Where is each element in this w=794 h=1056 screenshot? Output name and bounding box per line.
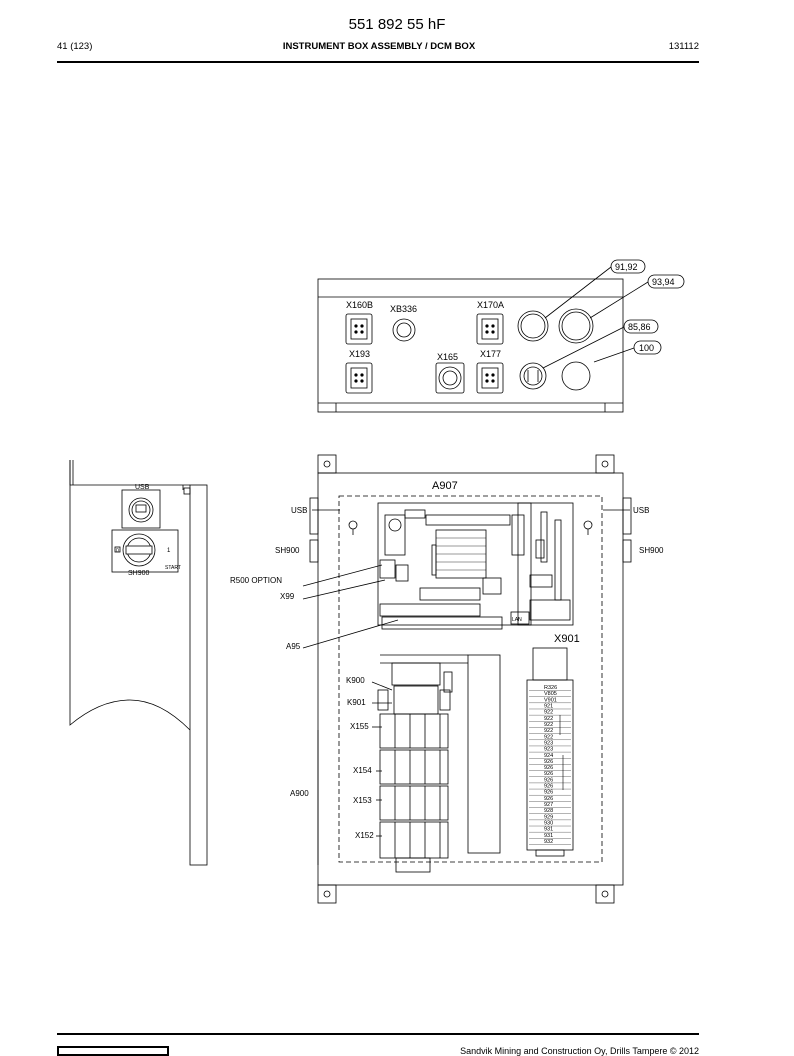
terminal-label: 926	[544, 777, 553, 783]
terminal-label: 924	[544, 753, 553, 759]
mounting-plate	[338, 495, 603, 863]
a907-outline	[377, 502, 532, 626]
page-number: 41 (123)	[57, 41, 93, 52]
connector-x177	[476, 362, 504, 394]
callout-100	[593, 340, 662, 363]
side-usb-label: USB	[135, 484, 150, 491]
usb-socket-side	[121, 489, 161, 529]
connector-xb336	[392, 318, 416, 342]
cable-gland-91-92	[517, 310, 549, 342]
terminal-label: R326	[544, 685, 557, 691]
switch-off-label: 0	[116, 548, 119, 554]
terminal-label: 927	[544, 802, 553, 808]
terminal-label: 926	[544, 790, 553, 796]
label-x170a: X170A	[477, 300, 504, 310]
terminal-label: 923	[544, 740, 553, 746]
terminal-label: 928	[544, 808, 553, 814]
terminal-label: 922	[544, 734, 553, 740]
terminal-label: 931	[544, 827, 553, 833]
footer-copyright: Sandvik Mining and Construction Oy, Dril…	[460, 1046, 699, 1056]
terminal-label: 922	[544, 728, 553, 734]
label-sh900-right: SH900	[639, 546, 664, 555]
terminal-label: 926	[544, 784, 553, 790]
callout-text-93-94: 93,94	[652, 277, 675, 287]
callout-text-91-92: 91,92	[615, 262, 638, 272]
callout-text-100: 100	[639, 343, 654, 353]
label-k900: K900	[346, 676, 365, 685]
label-a95: A95	[286, 642, 301, 651]
front-view: A907 USB USB SH900 SH900 R500 OPTION X99…	[230, 454, 664, 904]
connector-x165	[435, 362, 465, 394]
revision-date: 131112	[668, 41, 699, 52]
terminal-label: 931	[544, 833, 553, 839]
label-x155: X155	[350, 722, 369, 731]
side-view: USB START SH900 0 1	[69, 460, 319, 866]
box-outline	[317, 472, 624, 886]
label-a900: A900	[290, 789, 309, 798]
start-switch-plate	[111, 529, 179, 573]
connector-x193	[345, 362, 373, 394]
label-k901: K901	[347, 698, 366, 707]
label-x154: X154	[353, 766, 372, 775]
label-usb-right: USB	[633, 506, 649, 515]
footer-rule	[57, 1033, 699, 1035]
cable-gland-85-86	[519, 362, 547, 390]
label-lan: LAN	[512, 617, 522, 623]
top-view-outline	[317, 278, 624, 413]
cable-channel	[467, 654, 501, 854]
label-x193: X193	[349, 349, 370, 359]
connector-x170a	[476, 313, 504, 345]
label-x177: X177	[480, 349, 501, 359]
relay-k900-k901	[393, 685, 439, 715]
callout-85-86	[542, 319, 659, 369]
callout-text-85-86: 85,86	[628, 322, 651, 332]
terminal-label: 926	[544, 796, 553, 802]
cable-gland-93-94	[558, 308, 594, 344]
callout-91-92	[544, 259, 646, 319]
terminal-block-x152	[379, 821, 449, 859]
document-number: 551 892 55 hF	[348, 16, 446, 33]
terminal-block-x155	[379, 713, 449, 749]
terminal-label: 923	[544, 747, 553, 753]
label-x152: X152	[355, 831, 374, 840]
terminal-label: 932	[544, 839, 553, 845]
page-title: INSTRUMENT BOX ASSEMBLY / DCM BOX	[282, 41, 476, 52]
label-xb336: XB336	[390, 304, 417, 314]
terminal-label: V901	[544, 697, 557, 703]
terminal-label: 929	[544, 814, 553, 820]
side-sh900-label: SH900	[128, 570, 150, 577]
board-right	[517, 502, 574, 626]
label-x160b: X160B	[346, 300, 373, 310]
label-x165: X165	[437, 352, 458, 362]
label-x901: X901	[554, 633, 580, 645]
label-r500-option: R500 OPTION	[230, 576, 282, 585]
terminal-label: 921	[544, 703, 553, 709]
terminal-label: 926	[544, 765, 553, 771]
label-sh900-left: SH900	[275, 546, 300, 555]
label-a907: A907	[432, 480, 458, 492]
header-rule	[57, 61, 699, 63]
terminal-block-x154	[379, 749, 449, 785]
terminal-label: 922	[544, 716, 553, 722]
terminal-label: 926	[544, 771, 553, 777]
switch-on-label: 1	[167, 548, 171, 554]
label-usb-left: USB	[291, 506, 307, 515]
terminal-label: 922	[544, 722, 553, 728]
label-x153: X153	[353, 796, 372, 805]
terminal-block-x153	[379, 785, 449, 821]
label-x99: X99	[280, 592, 295, 601]
terminal-label: V805	[544, 691, 557, 697]
blanking-plug-100	[561, 361, 591, 391]
top-view: X160B XB336 X170A X193 X165 X177 91,92 9…	[317, 259, 685, 413]
terminal-label: 926	[544, 759, 553, 765]
connector-x901	[526, 647, 574, 857]
x901-terminal-labels: R326V805V9019219229229229229229239239249…	[529, 685, 571, 845]
terminal-label: 922	[544, 710, 553, 716]
board-a907	[377, 502, 532, 626]
side-start-label: START	[165, 565, 181, 571]
callout-93-94	[589, 274, 685, 319]
terminal-label: 930	[544, 821, 553, 827]
connector-x160b	[345, 313, 373, 345]
